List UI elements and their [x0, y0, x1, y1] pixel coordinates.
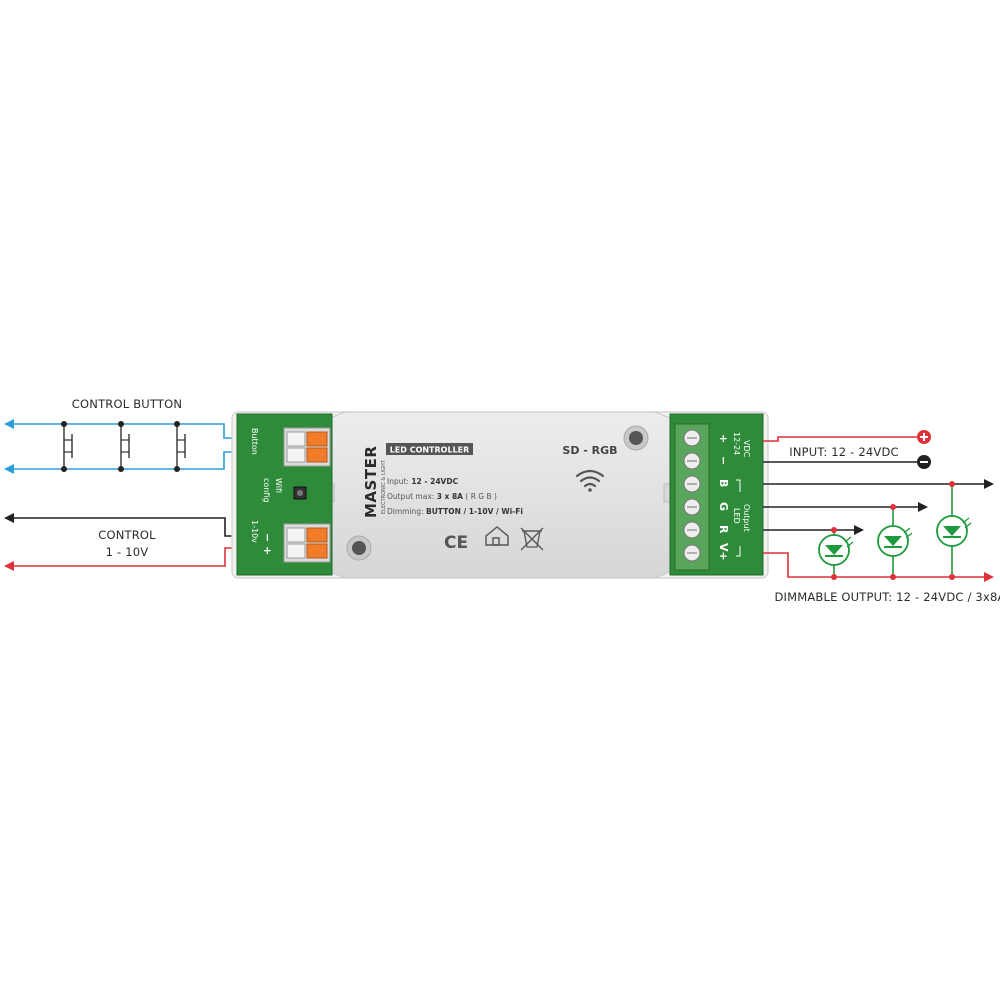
- right-terminal-led: LED: [732, 508, 741, 524]
- right-terminal-output: Output: [742, 504, 751, 532]
- right-terminal-g: G: [717, 502, 730, 511]
- weee-bin-icon: [520, 527, 544, 551]
- control-button-label: CONTROL BUTTON: [72, 397, 182, 411]
- ce-mark: CE: [444, 533, 468, 553]
- power-input-wires: [763, 436, 920, 463]
- right-terminal-brackets: [736, 479, 741, 557]
- model-label: SD - RGB: [562, 444, 617, 457]
- terminal-screw-slots: [687, 437, 697, 554]
- right-terminal-voltage: 12-24: [732, 432, 741, 455]
- left-terminal-minus: −: [261, 533, 274, 542]
- control-label: CONTROL: [98, 528, 156, 542]
- minus-terminal-icon: [917, 455, 931, 469]
- right-terminal-vdc: VDC: [742, 440, 751, 458]
- right-terminal-b: B: [717, 479, 730, 487]
- push-button-2: [118, 421, 130, 472]
- left-terminal-plus: +: [261, 546, 274, 555]
- left-terminal-wifi-label: Wifi: [274, 478, 283, 493]
- plus-terminal-icon: [917, 430, 931, 444]
- push-button-3: [174, 421, 186, 472]
- control-1-10v-wires: [4, 513, 237, 571]
- product-label: LED CONTROLLER: [390, 446, 470, 455]
- push-button-1: [61, 421, 73, 472]
- left-terminal-button-label: Button: [250, 428, 259, 455]
- control-range-label: 1 - 10V: [106, 545, 149, 559]
- input-label: INPUT: 12 - 24VDC: [789, 445, 899, 459]
- spec-dimming: Dimming: BUTTON / 1-10V / Wi-Fi: [387, 507, 523, 516]
- screw-hole-bottom: [346, 535, 372, 561]
- right-terminal-plus: +: [717, 434, 730, 443]
- product-label-badge: [386, 443, 473, 455]
- control-button-wires: [4, 419, 237, 474]
- right-terminal-minus: −: [717, 456, 730, 465]
- brand-logo: MASTER: [362, 446, 380, 518]
- brand-subtitle: ELECTRONIC & LIGHT: [381, 459, 387, 514]
- wifi-icon: [575, 469, 605, 492]
- left-terminal-range-label: 1-10v: [250, 520, 259, 543]
- left-terminal-config-label: config: [262, 478, 271, 502]
- led-2: [877, 504, 913, 580]
- led-3: [936, 481, 972, 580]
- right-terminal-vplus: V+: [717, 543, 730, 561]
- left-terminal-block: [236, 413, 333, 576]
- led-1: [818, 527, 854, 580]
- spec-output: Output max: 3 x 8A ( R G B ): [387, 492, 497, 501]
- right-terminal-r: R: [717, 525, 730, 534]
- dimmable-output-label: DIMMABLE OUTPUT: 12 - 24VDC / 3x8A: [774, 590, 1000, 604]
- spec-input: Input: 12 - 24VDC: [387, 477, 459, 486]
- screw-hole-top: [623, 425, 649, 451]
- indoor-use-icon: [485, 526, 509, 546]
